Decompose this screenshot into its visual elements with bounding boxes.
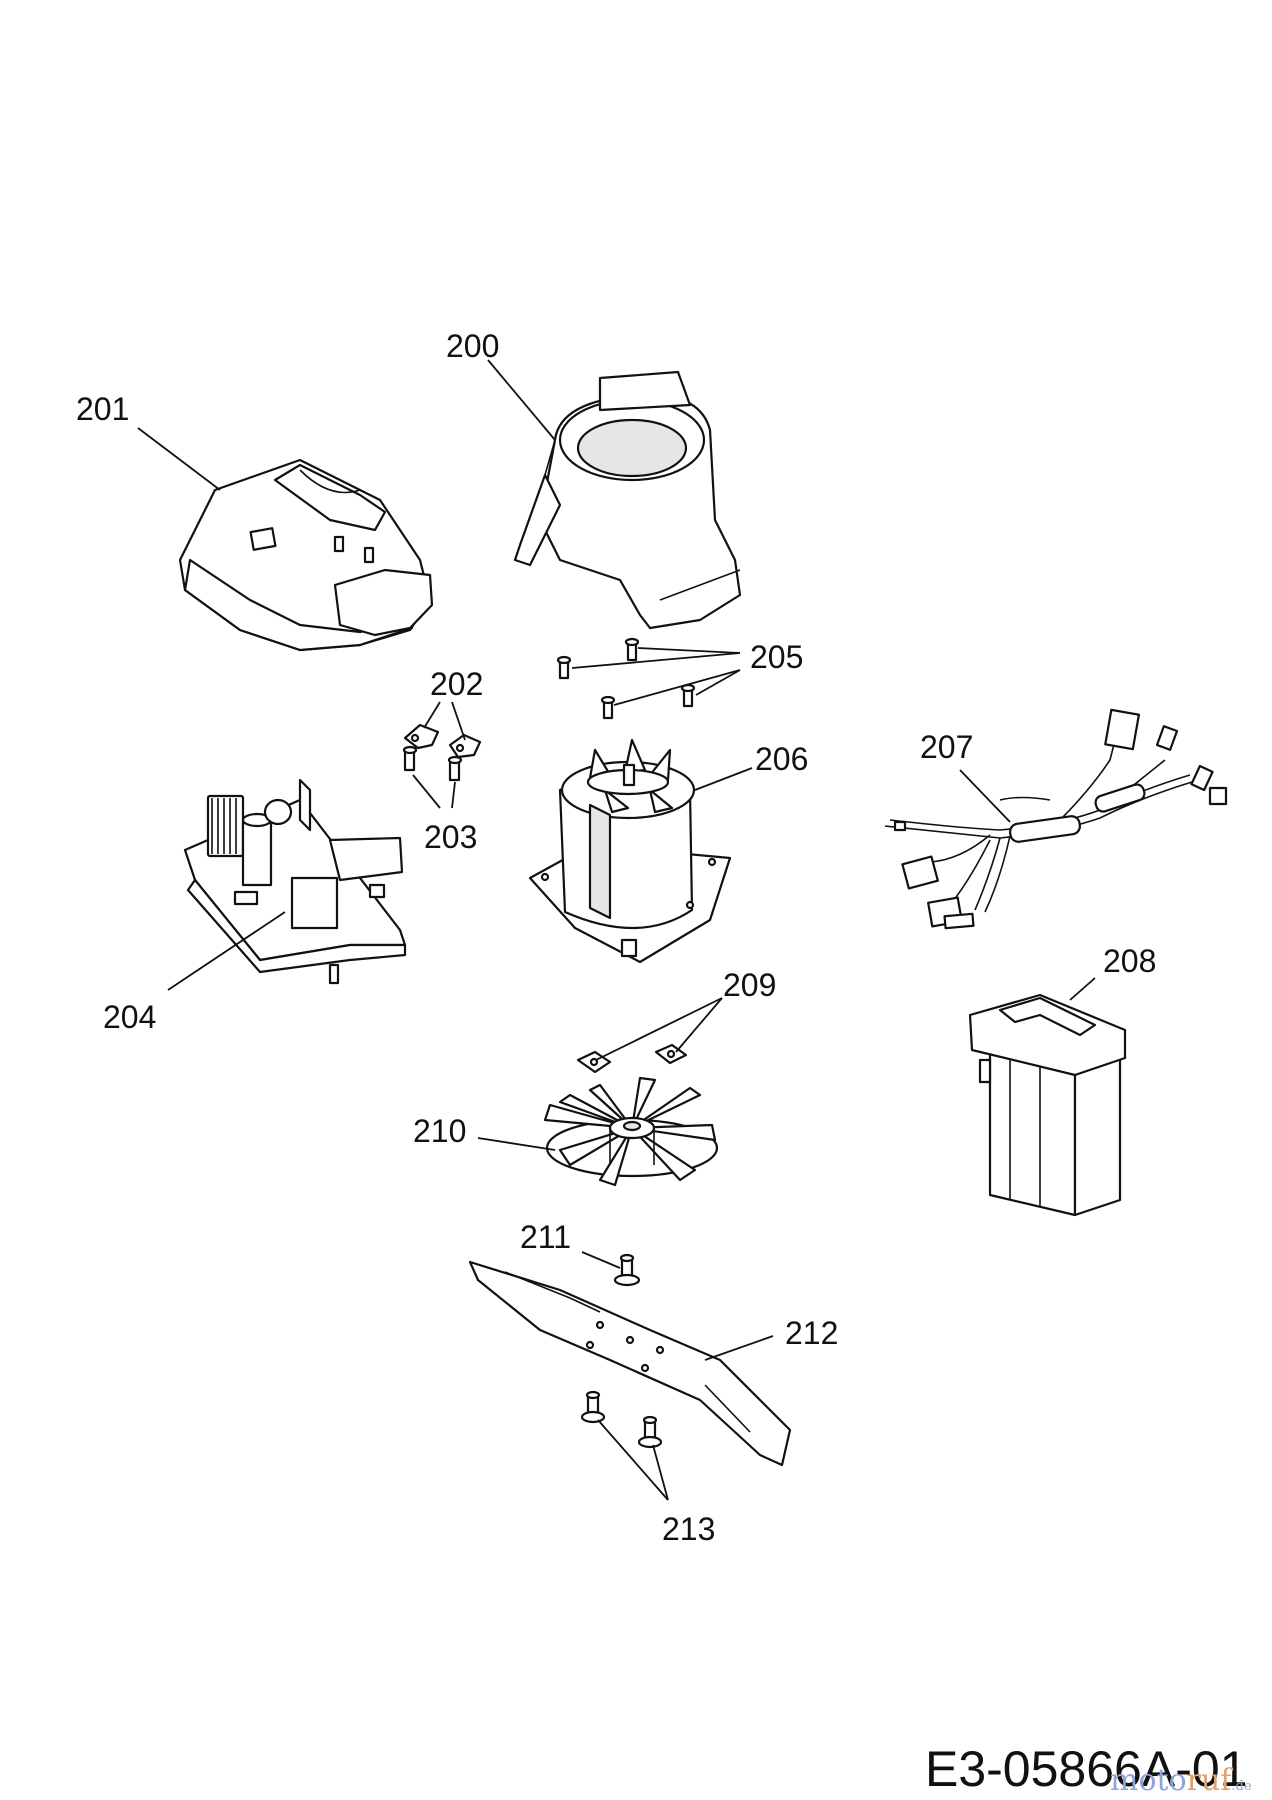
label-209: 209 <box>723 967 776 1003</box>
label-208: 208 <box>1103 943 1156 979</box>
label-205: 205 <box>750 639 803 675</box>
part-201-cover[interactable] <box>178 458 434 652</box>
part-205-screws[interactable] <box>556 637 696 720</box>
label-204: 204 <box>103 999 156 1035</box>
drawing-number: E3-05866A-01 <box>925 1741 1247 1797</box>
part-200-motor-housing[interactable] <box>513 370 742 630</box>
part-211-bolt[interactable] <box>613 1253 641 1287</box>
label-203: 203 <box>424 819 477 855</box>
label-202: 202 <box>430 666 483 702</box>
part-208-battery[interactable] <box>968 993 1127 1217</box>
part-212-blade[interactable] <box>468 1260 792 1467</box>
label-206: 206 <box>755 741 808 777</box>
leader-lines <box>137 359 1096 1501</box>
part-213-bolts[interactable] <box>580 1390 663 1449</box>
part-206-motor[interactable] <box>528 738 732 964</box>
part-203-screws[interactable] <box>402 745 463 782</box>
label-201: 201 <box>76 391 129 427</box>
label-213: 213 <box>662 1511 715 1547</box>
label-207: 207 <box>920 729 973 765</box>
part-209-nuts[interactable] <box>576 1043 688 1074</box>
callout-labels: 200 201 202 203 204 205 206 207 208 209 … <box>76 328 1156 1547</box>
part-204-control-board[interactable] <box>183 778 407 985</box>
part-202-clips[interactable] <box>403 723 482 759</box>
label-210: 210 <box>413 1113 466 1149</box>
part-207-wiring-harness[interactable] <box>884 708 1228 930</box>
watermark-logo: motoruf.de <box>1110 1763 1252 1798</box>
label-212: 212 <box>785 1315 838 1351</box>
part-210-fan[interactable] <box>543 1076 719 1187</box>
label-211: 211 <box>520 1219 571 1255</box>
label-200: 200 <box>446 328 499 364</box>
